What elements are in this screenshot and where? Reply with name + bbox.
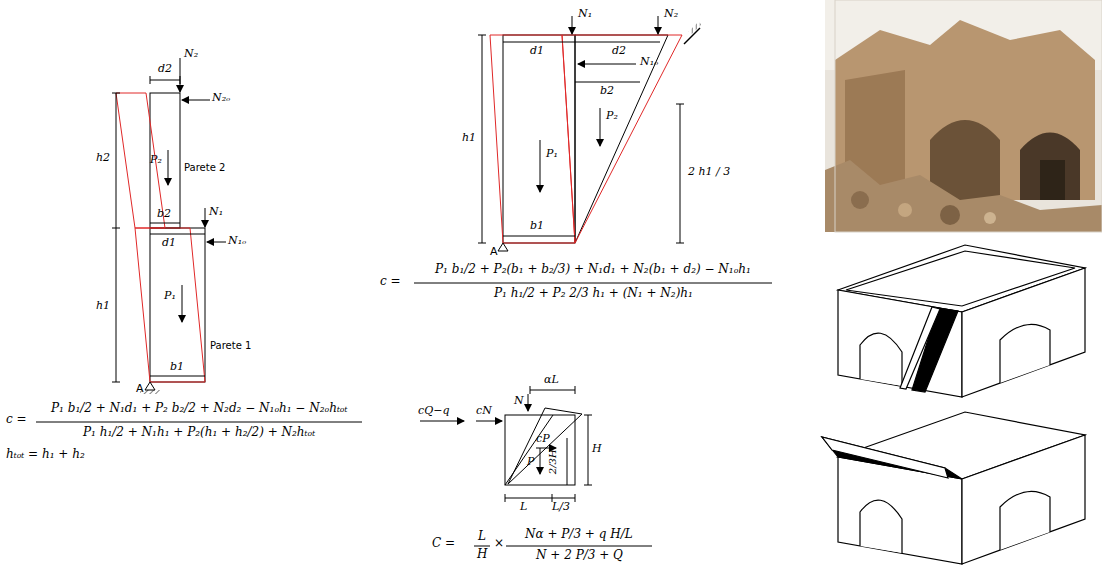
formula-text: P <box>527 456 534 469</box>
formula-text: h1 <box>462 132 476 145</box>
panel-wedge-figure <box>420 386 652 546</box>
formula-text: L/3 <box>552 501 570 514</box>
formula-text: L <box>478 530 486 544</box>
formula-text: P₁ <box>164 290 176 303</box>
building-diagonal-crack <box>838 245 1085 397</box>
formula-text: P₁ h₁/2 + P₂ 2/3 h₁ + (N₁ + N₂)h₁ <box>494 287 693 301</box>
formula-text: N <box>514 395 524 408</box>
formula-text: b2 <box>600 85 614 98</box>
formula-text: d1 <box>530 45 544 58</box>
formula-text: P₁ b₁/2 + N₁d₁ + P₂ b₂/2 + N₂d₂ − N₁ₒh₁ … <box>51 402 347 416</box>
damage-photo <box>825 0 1102 232</box>
formula-text: hₜₒₜ = h₁ + h₂ <box>6 448 85 462</box>
formula-text: cP <box>536 433 550 446</box>
formula-text: P₂ <box>150 154 162 167</box>
formula-text: P₁ h₁/2 + N₁h₁ + P₂(h₁ + h₂/2) + N₂hₜₒₜ <box>83 426 315 440</box>
formula-text: h2 <box>96 152 110 165</box>
formula-text: αL <box>544 374 559 387</box>
wall-figure-left <box>36 58 362 422</box>
formula-text: N₁ₒ <box>228 235 246 248</box>
label-text: A <box>136 383 144 396</box>
formula-text: d1 <box>162 237 176 250</box>
wall-wedge-figure <box>414 16 772 283</box>
formula-text: c = <box>6 413 27 427</box>
building-overturning <box>822 412 1085 564</box>
formula-text: N + 2 P/3 + Q <box>536 549 623 563</box>
formula-text: H <box>477 548 487 562</box>
formula-text: 2/3H <box>547 449 559 474</box>
formula-text: d2 <box>158 63 172 76</box>
label-text: Parete 1 <box>210 340 251 352</box>
formula-text: N₂ₒ <box>212 92 230 105</box>
label-text: Parete 2 <box>184 162 225 174</box>
formula-text: P₂ <box>606 110 618 123</box>
formula-text: P₁ b₁/2 + P₂(b₁ + b₂/3) + N₁d₁ + N₂(b₁ +… <box>435 263 751 277</box>
formula-text: × <box>494 537 504 551</box>
formula-text: C = <box>432 537 455 551</box>
formula-text: b1 <box>530 220 544 233</box>
formula-text: c = <box>380 275 401 289</box>
formula-text: cN <box>476 405 492 418</box>
label-text: A <box>490 246 498 259</box>
formula-text: L <box>520 501 527 514</box>
formula-text: 2 h1 / 3 <box>688 166 730 179</box>
formula-text: H <box>592 443 602 456</box>
formula-text: cQ−q <box>418 405 449 418</box>
formula-text: N₂ <box>664 8 678 21</box>
formula-text: b2 <box>157 208 171 221</box>
formula-text: Nα + P/3 + q H/L <box>525 528 633 542</box>
formula-text: N₁ <box>209 206 223 219</box>
formula-text: N₁ₒ <box>640 56 658 69</box>
formula-text: N₁ <box>578 8 592 21</box>
formula-text: N₂ <box>184 48 198 61</box>
formula-text: b1 <box>170 361 184 374</box>
formula-text: d2 <box>612 45 626 58</box>
formula-text: P₁ <box>546 148 558 161</box>
formula-text: h1 <box>96 300 110 313</box>
